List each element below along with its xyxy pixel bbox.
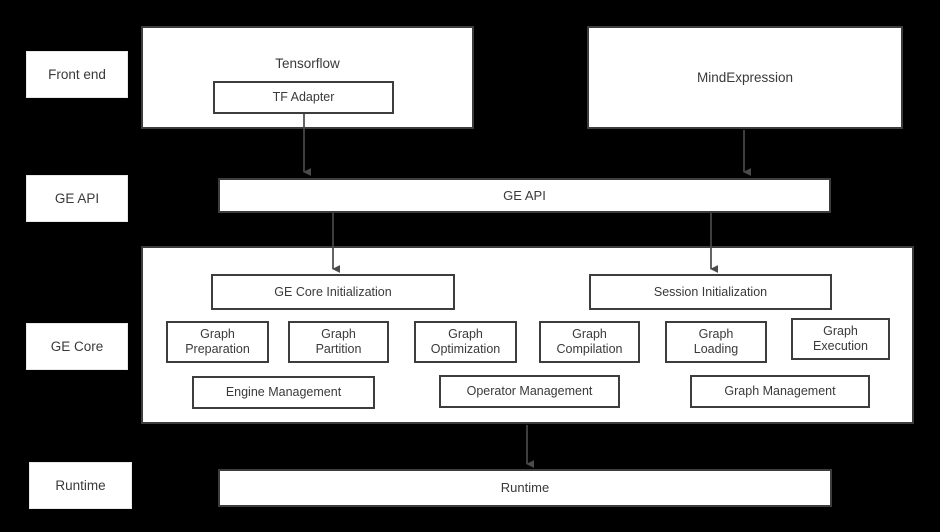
- graph-optimization-box[interactable]: Graph Optimization: [414, 321, 517, 363]
- graph-optimization-label: Graph Optimization: [430, 327, 501, 356]
- graph-preparation-label: Graph Preparation: [185, 327, 250, 356]
- graph-compilation-label: Graph Compilation: [556, 327, 623, 356]
- layer-label-text: Front end: [48, 66, 106, 82]
- layer-label-text: Runtime: [55, 477, 106, 493]
- layer-label-ge-core: GE Core: [26, 323, 128, 370]
- engine-management-label: Engine Management: [225, 385, 342, 400]
- layer-label-ge-api: GE API: [26, 175, 128, 222]
- layer-label-text: GE Core: [50, 338, 104, 354]
- layer-label-runtime: Runtime: [29, 462, 132, 509]
- tf-adapter-label: TF Adapter: [272, 90, 335, 105]
- mindexpression-box[interactable]: MindExpression: [587, 26, 903, 129]
- graph-execution-label: Graph Execution: [813, 324, 868, 353]
- operator-management-box[interactable]: Operator Management: [439, 375, 620, 408]
- session-initialization-box[interactable]: Session Initialization: [589, 274, 832, 310]
- ge-api-bar[interactable]: GE API: [218, 178, 831, 213]
- graph-loading-label: Graph Loading: [693, 327, 739, 356]
- engine-management-box[interactable]: Engine Management: [192, 376, 375, 409]
- graph-loading-box[interactable]: Graph Loading: [665, 321, 767, 363]
- ge-api-bar-label: GE API: [503, 187, 546, 203]
- graph-preparation-box[interactable]: Graph Preparation: [166, 321, 269, 363]
- ge-core-initialization-label: GE Core Initialization: [274, 284, 392, 299]
- mindexpression-label: MindExpression: [696, 69, 794, 85]
- ge-core-initialization-box[interactable]: GE Core Initialization: [211, 274, 455, 310]
- tf-adapter-box[interactable]: TF Adapter: [213, 81, 394, 114]
- session-initialization-label: Session Initialization: [653, 284, 768, 299]
- graph-management-label: Graph Management: [724, 384, 836, 399]
- graph-execution-box[interactable]: Graph Execution: [791, 318, 890, 360]
- graph-partition-box[interactable]: Graph Partition: [288, 321, 389, 363]
- operator-management-label: Operator Management: [466, 384, 593, 399]
- graph-partition-label: Graph Partition: [315, 327, 362, 356]
- tensorflow-label: Tensorflow: [275, 56, 340, 71]
- graph-compilation-box[interactable]: Graph Compilation: [539, 321, 640, 363]
- runtime-bar[interactable]: Runtime: [218, 469, 832, 507]
- layer-label-front-end: Front end: [26, 51, 128, 98]
- layer-label-text: GE API: [54, 190, 100, 206]
- graph-management-box[interactable]: Graph Management: [690, 375, 870, 408]
- runtime-bar-label: Runtime: [500, 480, 550, 496]
